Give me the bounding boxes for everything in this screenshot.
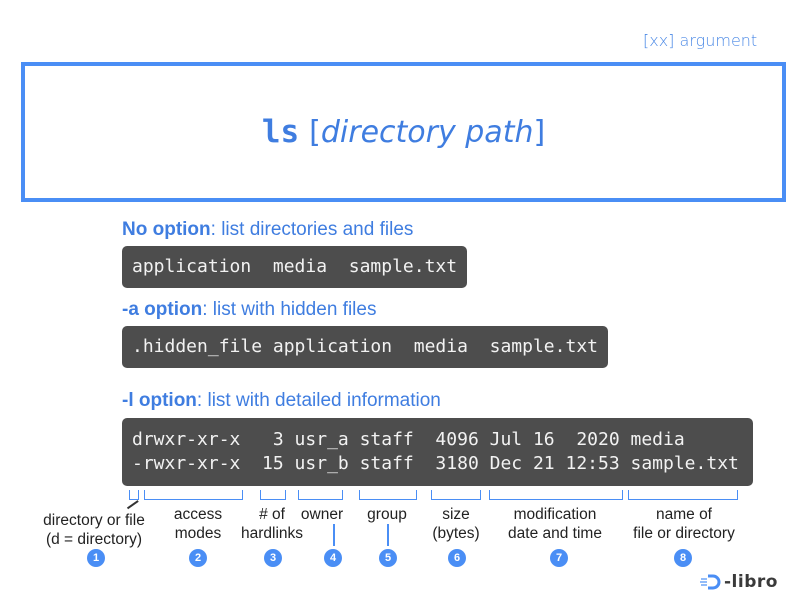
number-badge-3: 3 [264,549,282,567]
command-syntax-box: ls [directory path] [21,62,786,202]
field-label-owner: owner [300,506,344,523]
leader-line-group [387,524,389,546]
leader-line-owner [333,524,335,546]
bracket-owner [298,490,343,500]
terminal-output-l: drwxr-xr-x 3 usr_a staff 4096 Jul 16 202… [122,418,753,486]
d-libro-logo-icon [700,574,721,590]
logo-text: -libro [724,572,778,592]
field-label-size: size(bytes) [432,506,480,542]
terminal-output-none: application media sample.txt [122,246,468,288]
number-badge-2: 2 [189,549,207,567]
terminal-line: drwxr-xr-x 3 usr_a staff 4096 Jul 16 202… [132,429,685,450]
terminal-line: -rwxr-xr-x 15 usr_b staff 3180 Dec 21 12… [132,453,739,474]
argument-legend: [xx] argument [643,31,758,50]
command-name: ls [261,114,300,150]
bracket-name [628,490,738,500]
number-badge-8: 8 [674,549,692,567]
d-libro-logo: -libro [700,572,778,592]
terminal-output-a: .hidden_file application media sample.tx… [122,326,608,368]
number-badge-7: 7 [550,549,568,567]
number-badge-5: 5 [379,549,397,567]
bracket-hardlinks [260,490,286,500]
field-label-group: group [367,506,407,523]
bracket-modification [489,490,623,500]
option-title-l: -l option: list with detailed informatio… [122,390,441,411]
number-badge-6: 6 [448,549,466,567]
number-badge-4: 4 [324,549,342,567]
leader-line-type [126,500,139,509]
field-label-type: directory or file(d = directory) [43,512,145,548]
terminal-line: application media sample.txt [132,256,458,277]
option-title-none: No option: list directories and files [122,219,414,240]
number-badge-1: 1 [87,549,105,567]
bracket-type [129,490,139,500]
option-title-a: -a option: list with hidden files [122,299,377,320]
command-argument: [directory path] [309,114,546,150]
bracket-access-modes [144,490,243,500]
terminal-line: .hidden_file application media sample.tx… [132,336,598,357]
bracket-size [431,490,481,500]
bracket-group [359,490,417,500]
